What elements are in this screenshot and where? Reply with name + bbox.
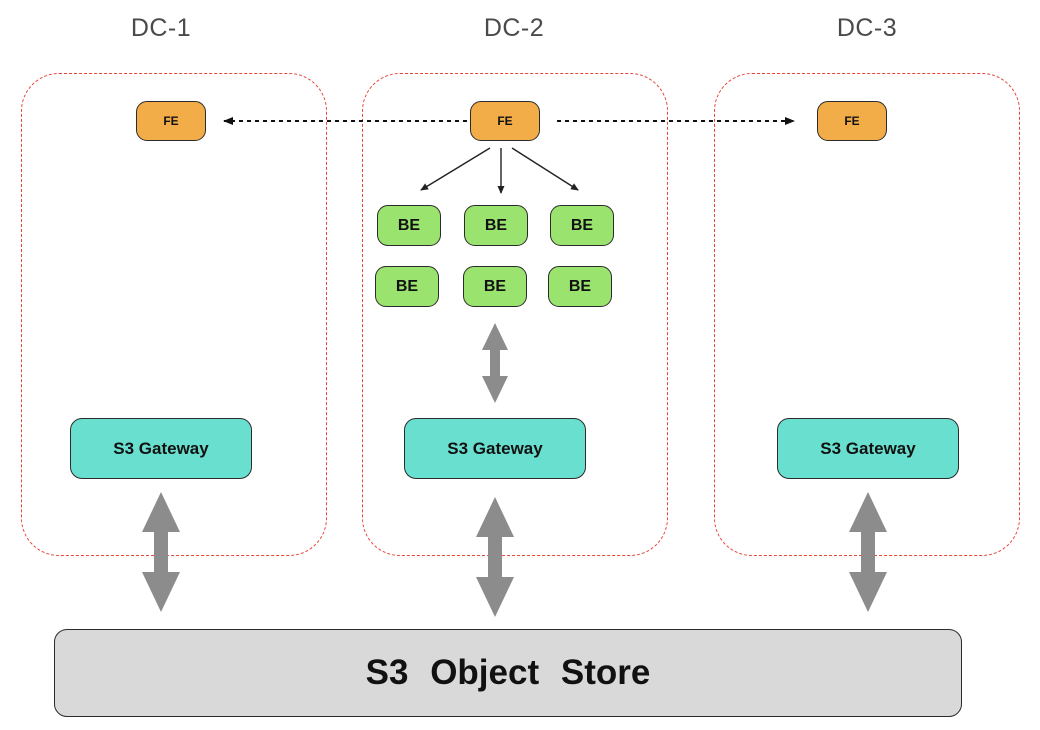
dc-1-box bbox=[21, 73, 327, 556]
be-node: BE bbox=[548, 266, 612, 307]
be-node: BE bbox=[463, 266, 527, 307]
dc-2-s3-gateway: S3 Gateway bbox=[404, 418, 586, 479]
be-node: BE bbox=[377, 205, 441, 246]
dc-1-fe-node: FE bbox=[136, 101, 206, 141]
dc-3-fe-node: FE bbox=[817, 101, 887, 141]
s3-object-store: S3 Object Store bbox=[54, 629, 962, 717]
dc-1-s3-gateway: S3 Gateway bbox=[70, 418, 252, 479]
dc-2-box bbox=[362, 73, 668, 556]
dc-2-fe-node: FE bbox=[470, 101, 540, 141]
dc-2-title: DC-2 bbox=[483, 14, 545, 42]
be-node: BE bbox=[550, 205, 614, 246]
dc-3-box bbox=[714, 73, 1020, 556]
be-node: BE bbox=[375, 266, 439, 307]
dc-3-title: DC-3 bbox=[836, 14, 898, 42]
dc-1-title: DC-1 bbox=[130, 14, 192, 42]
be-node: BE bbox=[464, 205, 528, 246]
dc-3-s3-gateway: S3 Gateway bbox=[777, 418, 959, 479]
